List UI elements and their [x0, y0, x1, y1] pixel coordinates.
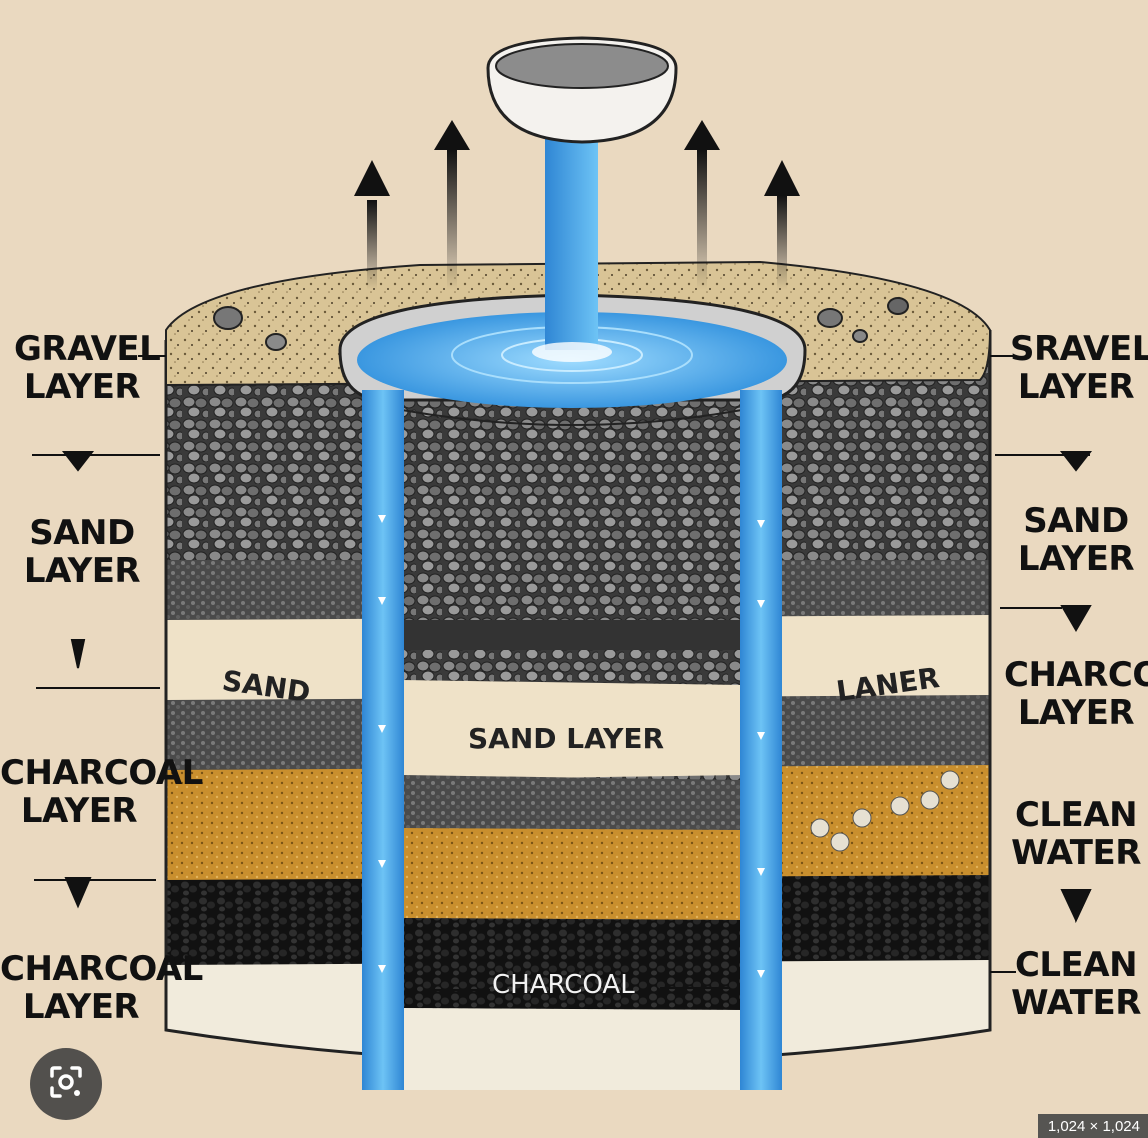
label-right-gravel: SRAVEL LAYER — [1010, 329, 1148, 407]
label-right-clean-water-lower: CLEAN WATER — [1011, 945, 1141, 1023]
label-left-gravel: GRAVEL LAYER — [14, 329, 161, 407]
pouring-bowl — [486, 36, 678, 144]
label-right-sand: SAND LAYER — [1017, 501, 1135, 579]
side-arrows — [32, 355, 1093, 991]
upward-arrows — [354, 120, 800, 290]
label-right-charcoal: CHARCOAL LAYER — [1004, 655, 1148, 733]
lens-search-button[interactable] — [30, 1048, 102, 1120]
label-left-charcoal-lower: CHARCOAL LAYER — [0, 949, 203, 1027]
inner-label-charcoal: CHARCOAL — [492, 970, 635, 1000]
lens-search-icon — [46, 1062, 86, 1107]
inner-label-sand-center: SAND LAYER — [468, 722, 665, 755]
image-dimensions-badge: 1,024 × 1,024 — [1037, 1114, 1148, 1138]
water-column-left — [362, 390, 404, 1090]
label-left-charcoal-upper: CHARCOAL LAYER — [0, 753, 203, 831]
label-right-clean-water-upper: CLEAN WATER — [1011, 795, 1141, 873]
label-left-sand: SAND LAYER — [23, 513, 141, 591]
